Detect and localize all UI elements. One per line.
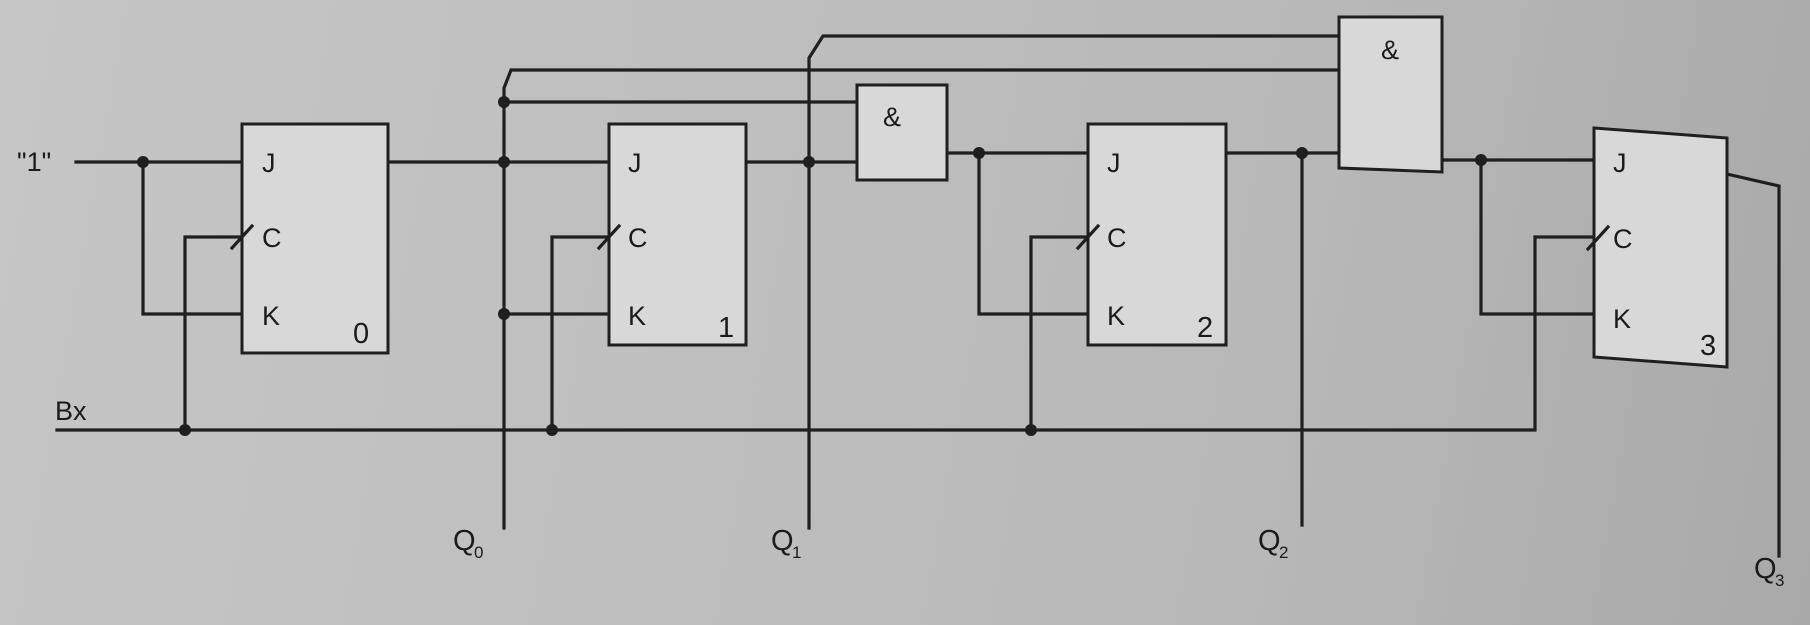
output-q0-sub: 0 (474, 543, 483, 562)
output-q0: Q 0 (453, 525, 483, 562)
flipflop-0-pin-c: C (262, 223, 282, 253)
output-q2-letter: Q (1258, 525, 1281, 557)
junction-dot (1025, 424, 1037, 436)
wire-one-to-k0 (141, 160, 244, 316)
flipflop-3: J C K 3 (1585, 126, 1729, 369)
input-one-label: "1" (17, 147, 51, 177)
flipflop-2-pin-j: J (1107, 148, 1121, 178)
and-gate-2-body (1337, 15, 1444, 174)
flipflop-2-number: 2 (1197, 312, 1213, 344)
flipflop-0-clock-slash-icon (229, 223, 255, 251)
flipflop-3-number: 3 (1700, 330, 1716, 362)
wire-clock-c2 (1029, 235, 1090, 432)
flipflop-2-pin-c: C (1107, 223, 1127, 253)
junction-dot (137, 156, 149, 168)
and-gate-1-symbol: & (883, 102, 901, 132)
wire-clock-c0 (183, 235, 244, 432)
wire-clock-c1 (550, 235, 611, 432)
flipflop-0-pin-k: K (262, 301, 280, 331)
flipflop-3-pin-k: K (1613, 304, 1631, 334)
wire-q1-bus (807, 34, 1344, 530)
flipflop-3-pin-j: J (1613, 148, 1627, 178)
flipflop-3-body (1592, 126, 1729, 369)
output-q2: Q 2 (1258, 525, 1288, 562)
flipflop-2-clock-slash-icon (1075, 223, 1101, 251)
flipflop-3-clock-slash-icon (1585, 224, 1611, 252)
output-q1-sub: 1 (792, 543, 801, 562)
flipflop-0-body (240, 122, 390, 355)
output-q0-letter: Q (453, 525, 476, 557)
flipflop-2-body (1086, 122, 1228, 347)
junction-dot (546, 424, 558, 436)
junction-dot (498, 96, 510, 108)
junction-dot (1475, 154, 1487, 166)
flipflop-0: J C K 0 (229, 122, 390, 355)
junction-dot (498, 308, 510, 320)
junction-dot (1296, 147, 1308, 159)
flipflop-1-pin-c: C (628, 223, 648, 253)
flipflop-1-pin-j: J (628, 148, 642, 178)
junction-dot (803, 156, 815, 168)
wire-clock-bus (55, 235, 1600, 432)
output-q3-sub: 3 (1775, 571, 1784, 590)
wire-gate2-to-k3 (1479, 158, 1600, 316)
junctions (137, 96, 1487, 436)
output-q3: Q 3 (1754, 553, 1784, 590)
junction-dot (973, 147, 985, 159)
and-gate-2: & (1337, 15, 1444, 174)
flipflop-3-pin-c: C (1613, 224, 1633, 254)
output-q1-letter: Q (771, 525, 794, 557)
flipflop-1: J C K 1 (596, 122, 748, 347)
wire-gate1-to-k2 (977, 151, 1090, 316)
output-q3-letter: Q (1754, 553, 1777, 585)
junction-dot (498, 156, 510, 168)
and-gate-1-body (855, 83, 949, 182)
wires (55, 34, 1781, 558)
flipflop-1-clock-slash-icon (596, 223, 622, 251)
flipflop-1-number: 1 (718, 312, 734, 344)
flipflop-1-body (607, 122, 748, 347)
flipflop-1-pin-k: K (628, 301, 646, 331)
flipflop-2-pin-k: K (1107, 301, 1125, 331)
output-q2-sub: 2 (1279, 543, 1288, 562)
flipflop-0-number: 0 (353, 318, 369, 350)
flipflop-0-pin-j: J (262, 148, 276, 178)
and-gate-1: & (855, 83, 949, 182)
and-gate-2-symbol: & (1381, 35, 1399, 65)
wire-q3-out (1725, 172, 1781, 558)
output-q1: Q 1 (771, 525, 801, 562)
junction-dot (179, 424, 191, 436)
flipflop-2: J C K 2 (1075, 122, 1228, 347)
input-clock-label: Bx (55, 396, 87, 426)
